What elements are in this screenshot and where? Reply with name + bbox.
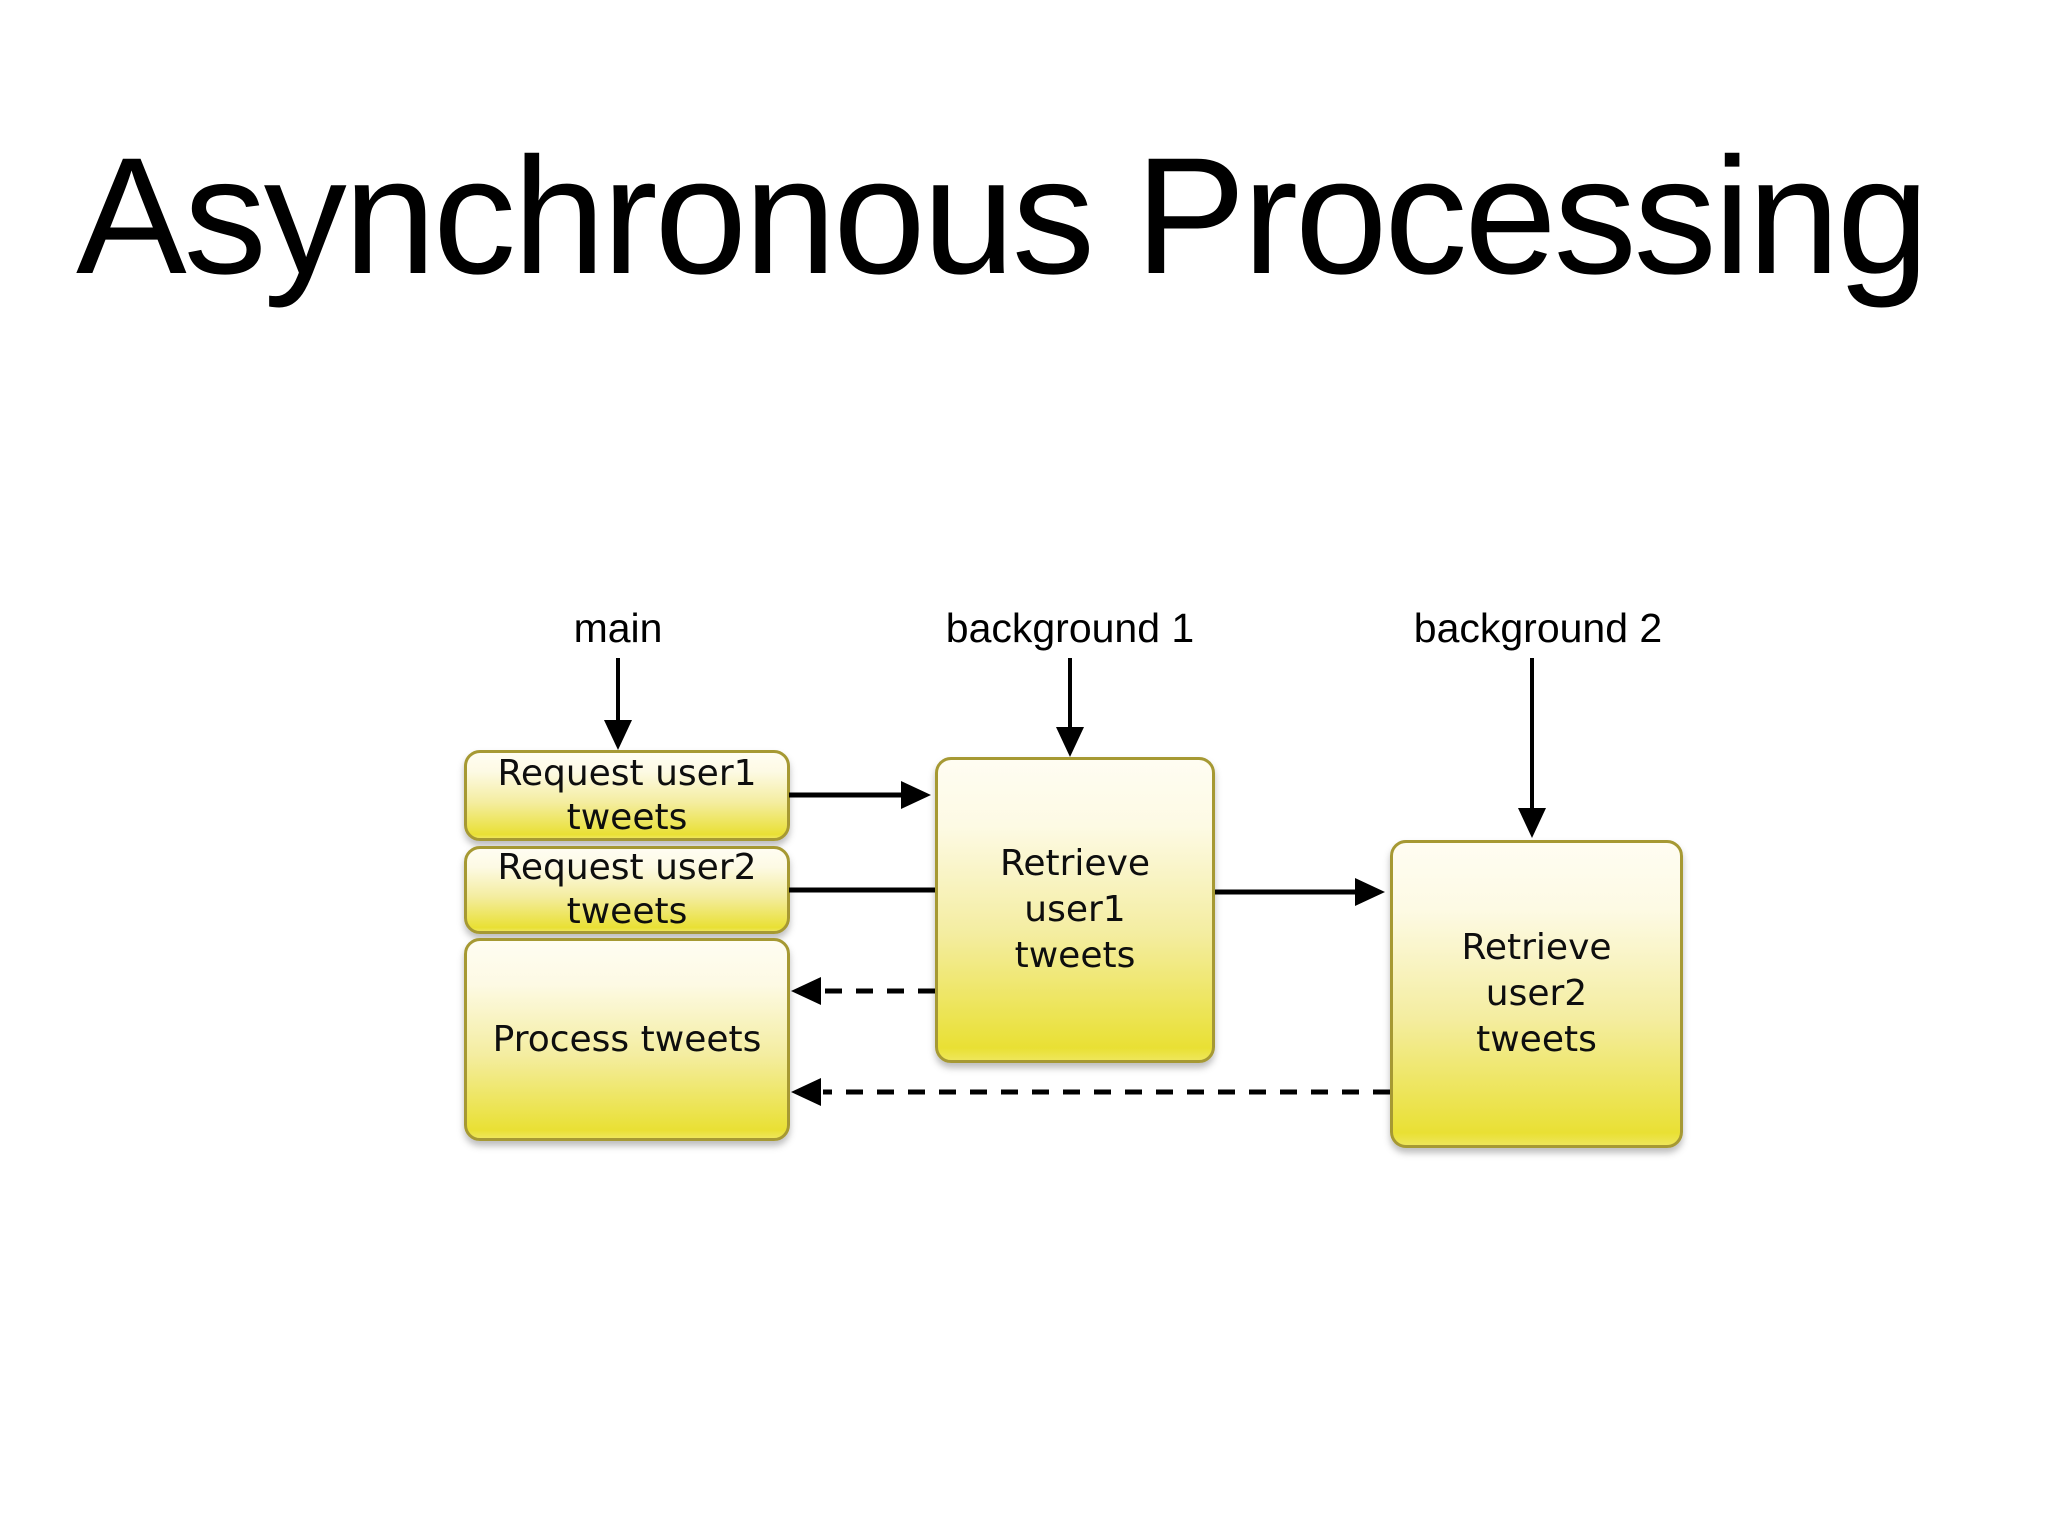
arrow-background2-to-retrieve2 [1518, 658, 1546, 838]
lane-label-background-2: background 2 [1413, 605, 1663, 651]
node-process-tweets: Process tweets [464, 938, 790, 1141]
lane-label-main: main [573, 605, 663, 651]
lane-label-background-1: background 1 [945, 605, 1195, 651]
arrow-background1-to-retrieve1 [1056, 658, 1084, 757]
node-request-user1-tweets: Request user1 tweets [464, 750, 790, 841]
slide-title: Asynchronous Processing [76, 124, 1929, 309]
arrow-request1-to-retrieve1 [789, 781, 931, 809]
node-retrieve-user2-tweets: Retrieve user2 tweets [1390, 840, 1683, 1148]
dashed-arrow-retrieve1-to-process [791, 977, 935, 1005]
node-retrieve-user1-tweets: Retrieve user1 tweets [935, 757, 1215, 1063]
arrow-request2-to-retrieve2-segment2 [1215, 878, 1385, 906]
dashed-arrow-retrieve2-to-process [791, 1078, 1390, 1106]
arrow-main-to-request1 [604, 658, 632, 750]
node-request-user2-tweets: Request user2 tweets [464, 846, 790, 934]
